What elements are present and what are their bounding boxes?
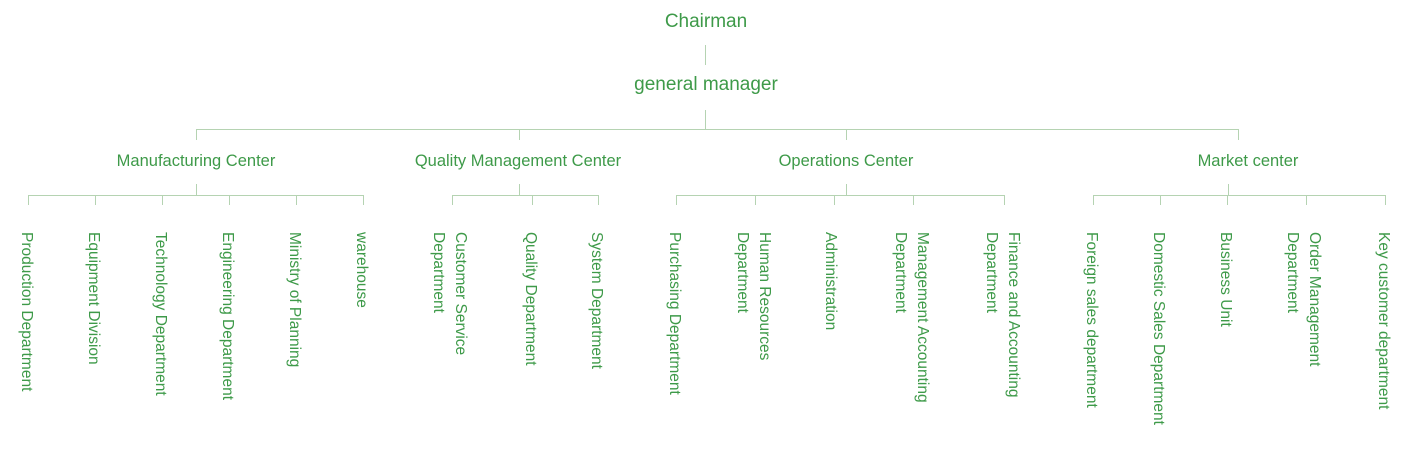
dept-drop-engineering-department [229, 195, 230, 205]
department-technology-department: Technology Department [152, 232, 169, 396]
connector-market-center [1238, 129, 1239, 140]
dept-hub-operations-center [846, 184, 847, 195]
department-foreign-sales-department: Foreign sales department [1083, 232, 1100, 408]
department-warehouse: warehouse [353, 232, 370, 308]
dept-drop-system-department [598, 195, 599, 205]
dept-hub-quality-management-center [519, 184, 520, 195]
dept-drop-production-department [28, 195, 29, 205]
department-engineering-department: Engineering Department [219, 232, 236, 401]
center-node-manufacturing-center: Manufacturing Center [116, 152, 276, 170]
dept-drop-domestic-sales-department [1160, 195, 1161, 205]
dept-bar-market-center [1093, 195, 1386, 196]
dept-drop-management-accounting-department [913, 195, 914, 205]
dept-drop-warehouse [363, 195, 364, 205]
department-quality-department: Quality Department [522, 232, 539, 366]
department-order-management-department: Order Management Department [1284, 232, 1323, 367]
connector-quality-management-center [519, 129, 520, 140]
dept-drop-finance-and-accounting-department [1004, 195, 1005, 205]
connector-operations-center [846, 129, 847, 140]
dept-drop-key-customer-department [1385, 195, 1386, 205]
department-system-department: System Department [588, 232, 605, 369]
department-equipment-division: Equipment Division [85, 232, 102, 365]
department-human-resources-department: Human Resources Department [734, 232, 773, 361]
connector-gm-bar [705, 110, 706, 130]
department-business-unit: Business Unit [1217, 232, 1234, 327]
dept-drop-order-management-department [1306, 195, 1307, 205]
dept-drop-foreign-sales-department [1093, 195, 1094, 205]
department-domestic-sales-department: Domestic Sales Department [1150, 232, 1167, 425]
department-purchasing-department: Purchasing Department [666, 232, 683, 395]
dept-drop-purchasing-department [676, 195, 677, 205]
department-production-department: Production Department [18, 232, 35, 392]
department-administration: Administration [822, 232, 839, 331]
dept-drop-technology-department [162, 195, 163, 205]
dept-bar-manufacturing-center [28, 195, 364, 196]
dept-drop-equipment-division [95, 195, 96, 205]
dept-bar-quality-management-center [452, 195, 599, 196]
center-node-operations-center: Operations Center [778, 152, 914, 170]
dept-drop-administration [834, 195, 835, 205]
department-management-accounting-department: Management Accounting Department [892, 232, 931, 403]
dept-hub-market-center [1228, 184, 1229, 195]
dept-drop-business-unit [1227, 195, 1228, 205]
department-customer-service-department: Customer Service Department [430, 232, 469, 356]
general-manager-node: general manager [634, 74, 778, 95]
dept-hub-manufacturing-center [196, 184, 197, 195]
dept-bar-operations-center [676, 195, 1005, 196]
center-node-quality-management-center: Quality Management Center [414, 152, 622, 170]
department-ministry-of-planning: Ministry of Planning [286, 232, 303, 368]
dept-drop-human-resources-department [755, 195, 756, 205]
chairman-node: Chairman [664, 11, 748, 32]
department-key-customer-department: Key customer department [1375, 232, 1392, 410]
center-connector-bar [196, 129, 1239, 130]
center-node-market-center: Market center [1197, 152, 1299, 170]
dept-drop-quality-department [532, 195, 533, 205]
connector-chairman-gm [705, 45, 706, 65]
dept-drop-ministry-of-planning [296, 195, 297, 205]
connector-manufacturing-center [196, 129, 197, 140]
dept-drop-customer-service-department [452, 195, 453, 205]
department-finance-and-accounting-department: Finance and Accounting Department [983, 232, 1022, 398]
